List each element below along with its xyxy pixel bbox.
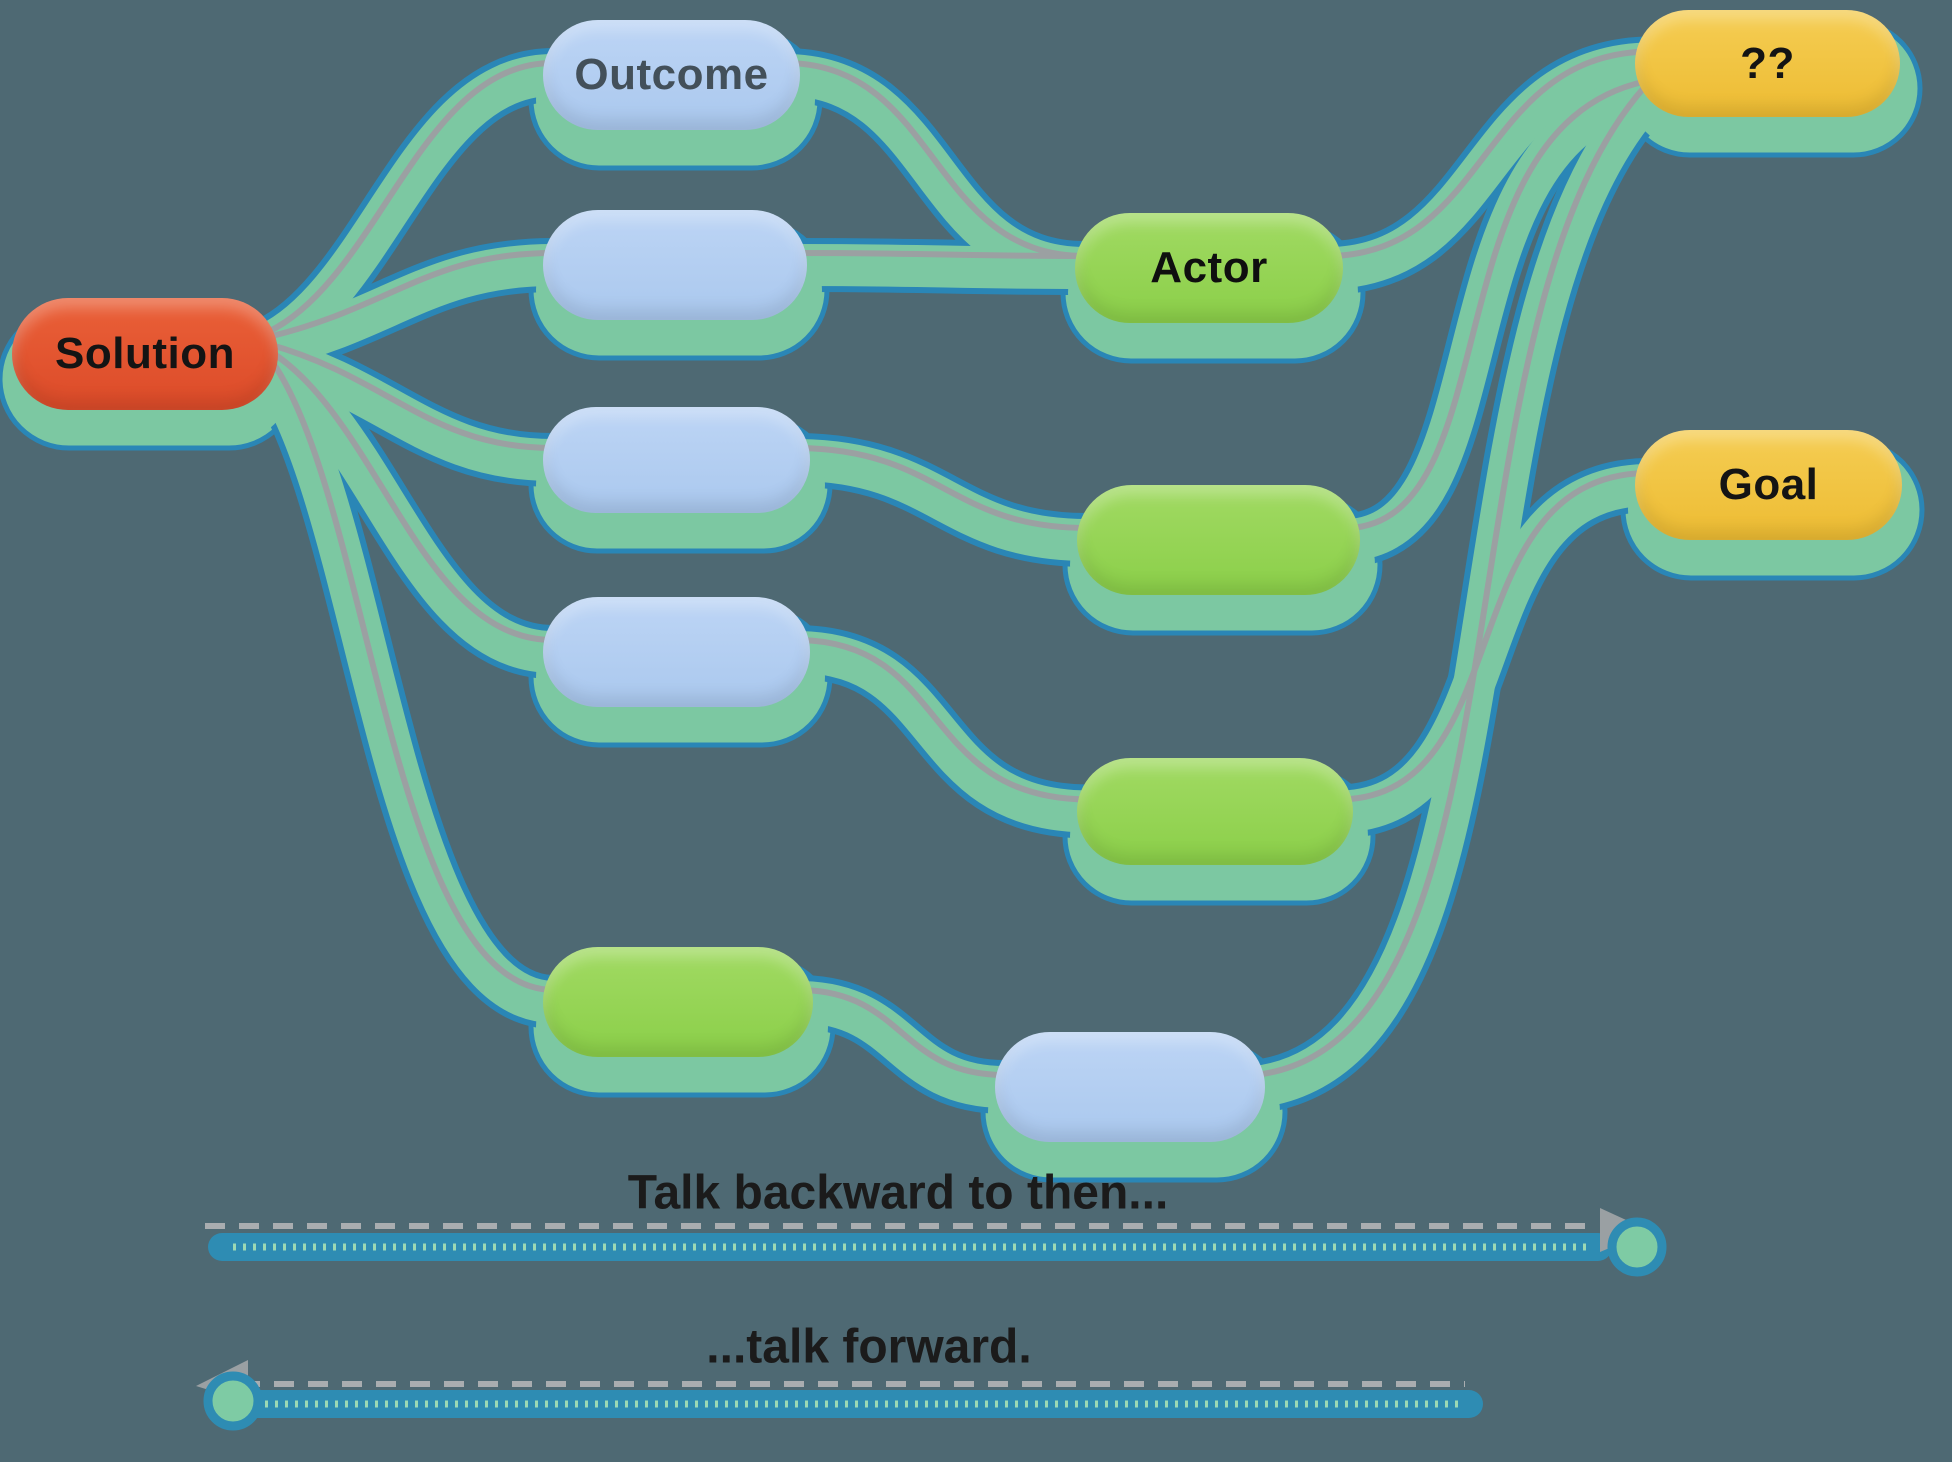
ribbon-actor-unknown — [1331, 42, 1647, 289]
ribbon-outcome-3-actor-2 — [799, 439, 1088, 561]
forward-arrow-label: ...talk forward. — [706, 1320, 1032, 1374]
connector-line-outcome-5-actor-4 — [800, 987, 1008, 1078]
connector-line-actor-unknown — [1330, 48, 1648, 259]
connector-line-outcome-3-actor-2 — [797, 445, 1090, 531]
node-actor-label: Actor — [1150, 243, 1268, 292]
connector-line-solution-outcome-2 — [265, 250, 556, 340]
node-actor-3 — [1077, 758, 1353, 865]
ribbon-solution-outcome-2 — [263, 244, 554, 370]
node-outcome-5 — [543, 947, 813, 1057]
ribbon-outcome-4-actor-3 — [798, 631, 1088, 833]
connector-line-outcome-2-actor — [794, 250, 1088, 259]
connector-line-outcome-actor — [787, 60, 1088, 259]
connector-line-actor-4-unknown — [1252, 83, 1648, 1078]
node-unknown-label: ?? — [1740, 38, 1795, 88]
ribbon-solution-outcome-5 — [250, 355, 556, 1023]
node-actor-4 — [995, 1032, 1265, 1142]
node-actor-2 — [1077, 485, 1360, 595]
ribbon-outcome-2-actor — [796, 244, 1086, 289]
connector-line-solution-outcome — [265, 60, 556, 335]
connector-line-outcome-4-actor-3 — [797, 637, 1090, 803]
node-outcome-4 — [543, 597, 810, 707]
timeline-end-dot-0 — [1607, 1217, 1667, 1277]
timeline-bar-1 — [220, 1390, 1483, 1418]
connector-line-solution-outcome-5 — [265, 353, 556, 993]
ribbon-solution-outcome-4 — [256, 344, 555, 673]
node-outcome-label: Outcome — [574, 50, 769, 99]
node-outcome: Outcome — [543, 20, 800, 130]
timeline-end-dot-1 — [203, 1371, 263, 1431]
connector-line-actor-2-unknown — [1347, 78, 1648, 531]
connector-line-solution-outcome-3 — [265, 341, 556, 451]
ribbon-outcome-5-actor-4 — [801, 981, 1006, 1108]
node-outcome-3 — [543, 407, 810, 513]
node-goal: Goal — [1635, 430, 1902, 540]
connector-line-solution-outcome-4 — [265, 347, 556, 643]
node-solution-label: Solution — [55, 329, 235, 378]
ribbon-solution-outcome — [258, 54, 555, 363]
node-actor: Actor — [1075, 213, 1343, 323]
connector-line-actor-3-goal — [1340, 470, 1648, 803]
node-goal-label: Goal — [1718, 460, 1819, 509]
backward-arrow-label: Talk backward to then... — [627, 1166, 1169, 1220]
node-outcome-2 — [543, 210, 807, 320]
timeline-bar-0 — [208, 1233, 1612, 1261]
node-solution: Solution — [12, 298, 278, 410]
node-unknown: ?? — [1635, 10, 1900, 117]
